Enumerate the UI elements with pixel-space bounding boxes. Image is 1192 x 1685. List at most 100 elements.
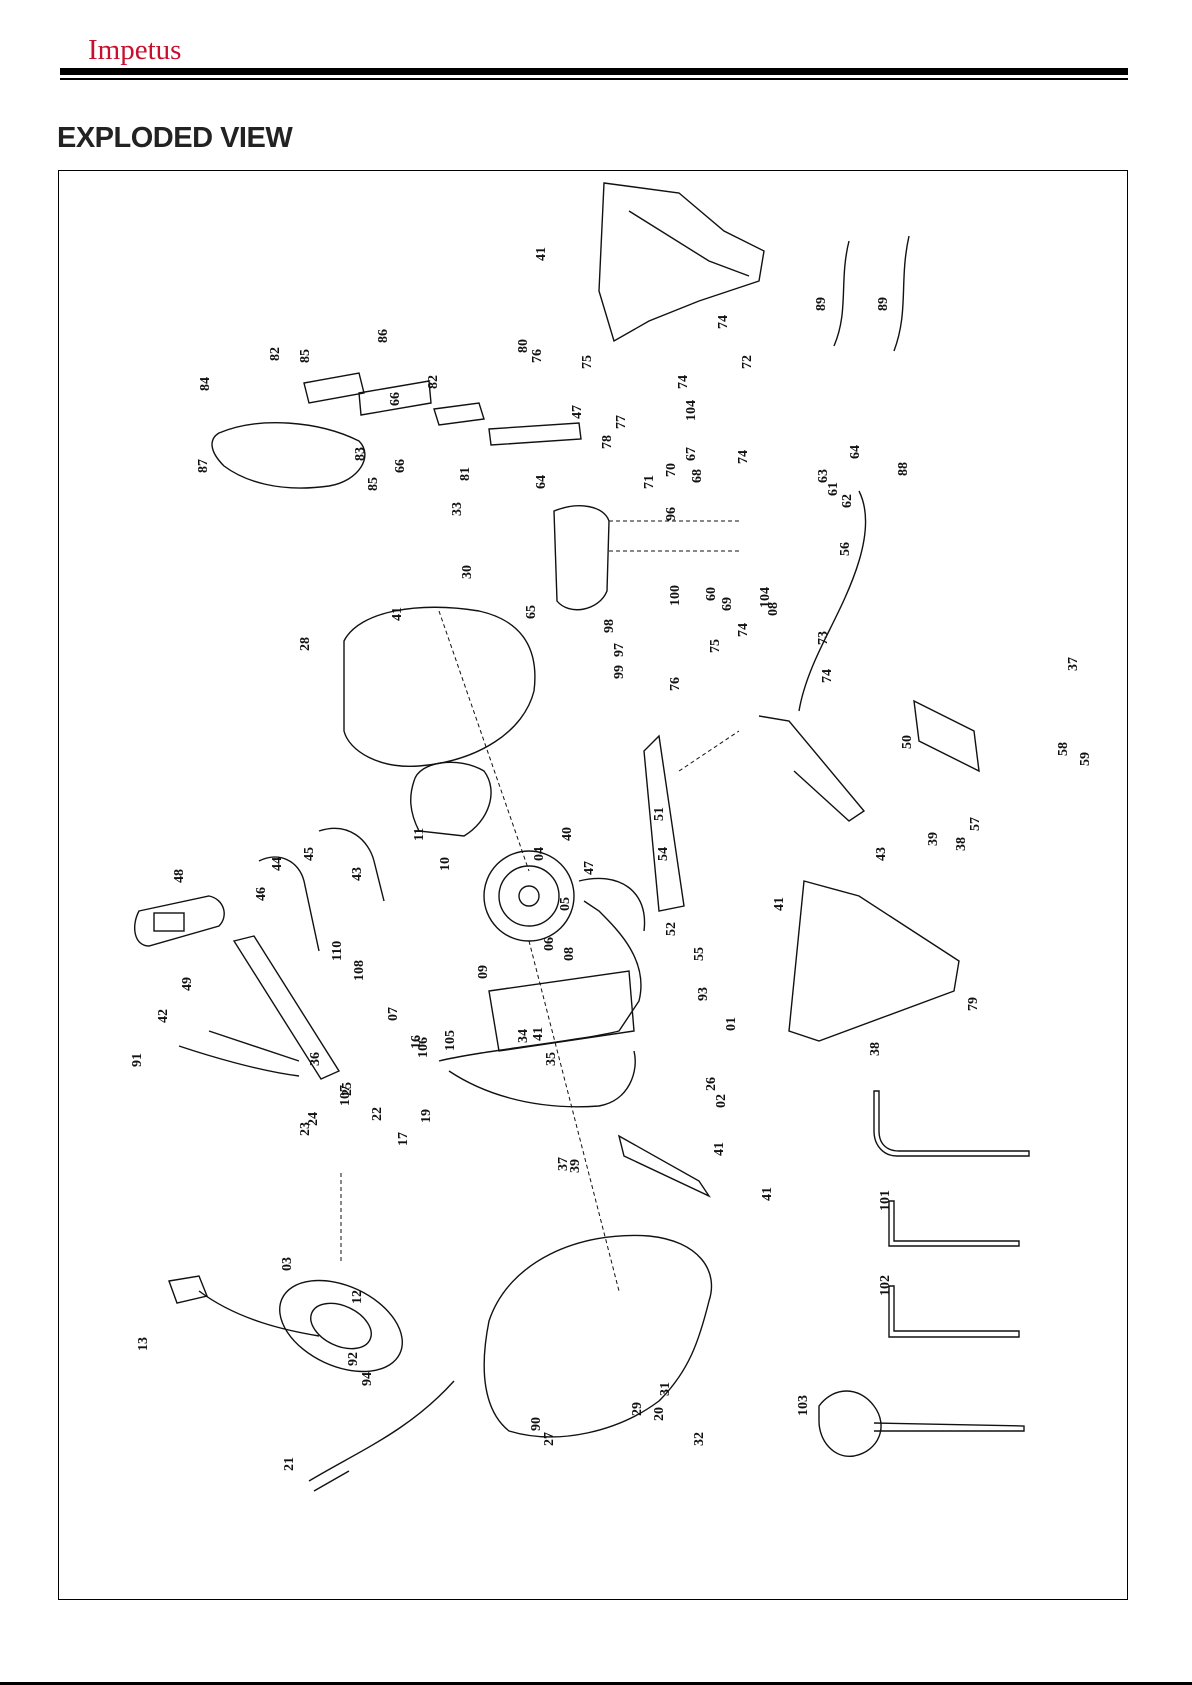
part-label: 24 [306, 1112, 321, 1126]
part-label: 43 [874, 847, 889, 861]
cable-88 [798, 490, 867, 712]
part-label: 25 [340, 1082, 355, 1096]
part-label: 26 [704, 1077, 719, 1091]
part-label: 77 [614, 415, 629, 429]
leader-lines [340, 520, 740, 1292]
part-label: 108 [352, 960, 367, 981]
front-stabilizer [617, 1134, 711, 1198]
part-label: 86 [376, 329, 391, 343]
part-label: 27 [542, 1432, 557, 1446]
brand-logo: Impetus [88, 34, 182, 66]
header-rule [60, 68, 1128, 75]
part-label: 50 [900, 735, 915, 749]
wire-21 [308, 1380, 455, 1492]
part-label: 84 [198, 377, 213, 391]
part-label: 56 [838, 542, 853, 556]
part-label: 81 [458, 467, 473, 481]
part-label: 90 [529, 1417, 544, 1431]
part-label: 47 [582, 861, 597, 875]
part-label: 89 [814, 297, 829, 311]
part-label: 23 [298, 1122, 313, 1136]
part-label: 01 [724, 1017, 739, 1031]
part-label: 07 [386, 1007, 401, 1021]
left-cover-top [343, 606, 536, 767]
part-label: 93 [696, 987, 711, 1001]
part-label: 09 [476, 965, 491, 979]
part-label: 67 [684, 447, 699, 461]
part-label: 78 [600, 435, 615, 449]
part-label: 06 [542, 937, 557, 951]
part-label: 41 [760, 1187, 775, 1201]
part-label: 65 [524, 605, 539, 619]
handlebar-left [258, 827, 385, 952]
part-label: 85 [366, 477, 381, 491]
part-label: 48 [172, 869, 187, 883]
part-label: 83 [353, 447, 368, 461]
part-label: 110 [330, 941, 345, 961]
part-label: 45 [302, 847, 317, 861]
part-label: 59 [1078, 752, 1093, 766]
part-label: 08 [766, 602, 781, 616]
part-label: 61 [826, 482, 841, 496]
header-rule-thin [60, 78, 1128, 80]
part-label: 60 [704, 587, 719, 601]
part-label: 41 [534, 247, 549, 261]
part-label: 92 [346, 1352, 361, 1366]
flywheel [279, 1279, 403, 1373]
part-label: 75 [708, 639, 723, 653]
part-label: 43 [350, 867, 365, 881]
rear-stabilizer [913, 699, 980, 773]
wrench-103 [818, 1390, 1025, 1457]
part-label: 104 [758, 587, 773, 608]
allen-key-large [873, 1090, 1030, 1157]
seat-frame [643, 715, 866, 912]
part-label: 89 [876, 297, 891, 311]
part-label: 76 [668, 677, 683, 691]
part-label: 72 [740, 355, 755, 369]
pulley [483, 850, 575, 942]
part-label: 97 [612, 643, 627, 657]
part-label: 39 [926, 832, 941, 846]
part-label: 37 [1066, 657, 1081, 671]
part-label: 34 [516, 1029, 531, 1043]
part-label: 05 [558, 897, 573, 911]
part-label: 38 [954, 837, 969, 851]
part-label: 68 [690, 469, 705, 483]
part-label: 19 [419, 1109, 434, 1123]
part-label: 11 [412, 828, 427, 841]
part-label: 10 [438, 857, 453, 871]
part-label: 32 [692, 1432, 707, 1446]
part-label: 104 [684, 400, 699, 421]
part-label: 88 [896, 462, 911, 476]
page-title: EXPLODED VIEW [57, 122, 293, 154]
part-label: 58 [1056, 742, 1071, 756]
cable-89b [893, 235, 910, 352]
seat-slider [303, 372, 485, 426]
part-label: 41 [712, 1142, 727, 1156]
part-label: 22 [370, 1107, 385, 1121]
part-label: 69 [720, 597, 735, 611]
part-label: 87 [196, 459, 211, 473]
right-cover [483, 1234, 713, 1438]
part-label: 54 [656, 847, 671, 861]
ac-adapter [168, 1275, 320, 1337]
wire-93 [178, 1045, 300, 1077]
part-label: 71 [642, 475, 657, 489]
part-label: 28 [298, 637, 313, 651]
part-label: 12 [350, 1290, 365, 1304]
part-label: 62 [840, 494, 855, 508]
part-label: 17 [396, 1132, 411, 1146]
cable-89a [833, 240, 850, 347]
wire-91 [208, 1030, 300, 1062]
top-shroud [598, 182, 765, 343]
part-label: 98 [602, 619, 617, 633]
part-label: 35 [544, 1052, 559, 1066]
part-label: 03 [280, 1257, 295, 1271]
part-label: 82 [426, 375, 441, 389]
handlebar-post [232, 935, 341, 1080]
part-label: 64 [848, 445, 863, 459]
part-label: 46 [254, 887, 269, 901]
part-label: 41 [390, 607, 405, 621]
